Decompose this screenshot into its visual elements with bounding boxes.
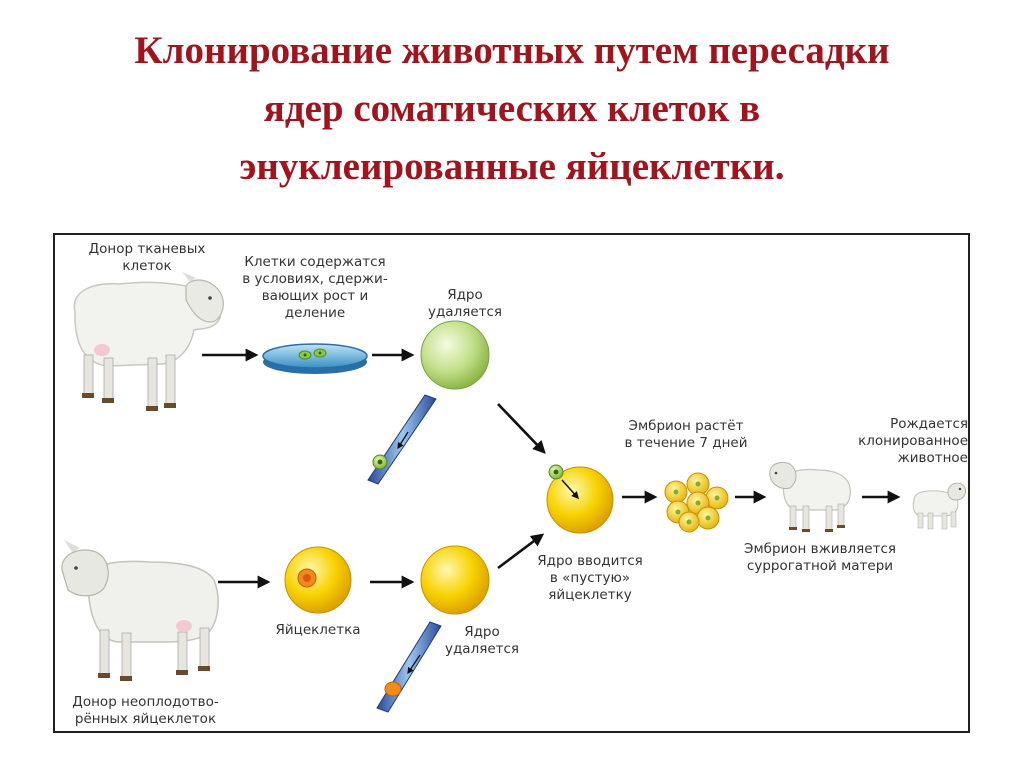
arrow-enucleated-to-reconstructed [497, 533, 545, 570]
pipette-bottom [376, 621, 442, 713]
label-embryo-implanted: Эмбрион вживляется суррогатной матери [744, 541, 896, 574]
label-nucleus-removed-top: Ядро удаляется [427, 287, 503, 320]
flow-arrows [202, 348, 901, 589]
somatic-cell [420, 320, 490, 390]
surrogate-sheep [769, 462, 851, 532]
label-donor-eggs: Донор неоплодотво- рённых яйцеклеток [72, 694, 219, 727]
title-line-3: энуклеированные яйцеклетки. [239, 145, 785, 188]
title-line-1: Клонирование животных путем пересадки [134, 29, 890, 72]
embryo-cluster [664, 472, 729, 533]
title-line-2: ядер соматических клеток в [263, 87, 761, 130]
label-nucleus-removed-bottom: Ядро удаляется [444, 624, 520, 657]
label-donor-tissue: Донор тканевых клеток [88, 241, 206, 274]
label-cells-kept: Клетки содержатся в условиях, сдержи- ва… [242, 254, 388, 321]
donor-sheep-bottom [61, 540, 219, 681]
petri-dish [262, 343, 368, 374]
enucleated-egg [420, 545, 490, 615]
egg-cell [284, 546, 352, 614]
arrow-cell-to-reconstructed [497, 403, 546, 454]
donor-sheep-top [73, 272, 224, 411]
label-clone-born: Рождается клонированное животное [858, 416, 968, 466]
pipette-top [367, 394, 437, 485]
page-title: Клонирование животных путем пересадки яд… [40, 22, 984, 196]
reconstructed-egg [546, 464, 614, 534]
label-egg-cell: Яйцеклетка [275, 622, 361, 638]
label-nucleus-inserted: Ядро вводится в «пустую» яйцеклетку [537, 553, 643, 603]
label-embryo-grows: Эмбрион растёт в течение 7 дней [624, 418, 748, 451]
cloned-lamb [912, 482, 967, 530]
